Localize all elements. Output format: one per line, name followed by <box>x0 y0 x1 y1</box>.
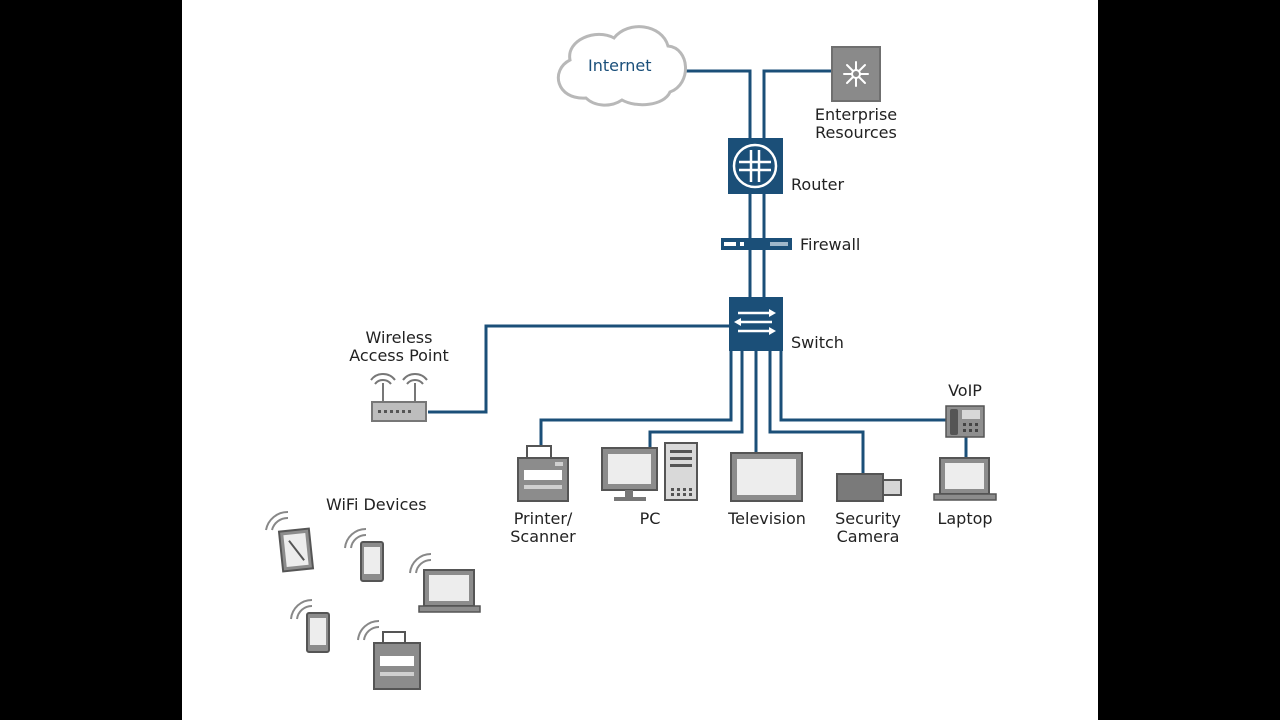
laptop-icon <box>418 569 481 613</box>
link-enterprise-router <box>762 69 832 138</box>
wifi-signal-icon <box>409 552 432 574</box>
printer-icon <box>517 445 569 502</box>
link-switch-ap <box>428 324 729 414</box>
enterprise-resources-label: Enterprise Resources <box>815 106 897 142</box>
router-label: Router <box>791 175 845 194</box>
wifi-signal-icon <box>265 510 289 531</box>
link-switch-voip <box>779 351 946 422</box>
switch-icon <box>729 297 783 351</box>
printer-scanner-label-line2: Scanner <box>510 527 576 546</box>
pc-icon <box>601 442 698 501</box>
wifi-signal-icon <box>357 619 380 641</box>
security-camera-icon <box>836 473 902 502</box>
wireless-ap-label: Wireless Access Point <box>349 329 449 365</box>
diagram-canvas <box>182 0 1098 720</box>
wifi-signal-icon <box>344 527 367 549</box>
wireless-ap-icon <box>370 373 428 422</box>
link-switch-printer <box>539 351 733 446</box>
voip-phone-icon <box>945 405 985 438</box>
firewall-label: Firewall <box>800 235 861 254</box>
connection-lines <box>428 69 968 474</box>
switch-label: Switch <box>791 333 844 352</box>
printer-icon <box>373 631 421 690</box>
enterprise-resources-icon <box>831 46 881 102</box>
wifi-signal-icon <box>290 598 313 620</box>
laptop-icon <box>933 457 997 501</box>
wireless-ap-label-line2: Access Point <box>349 346 449 365</box>
pc-label: PC <box>639 509 661 528</box>
tablet-icon <box>277 527 315 573</box>
link-switch-pc <box>648 351 744 448</box>
router-icon <box>728 138 783 194</box>
link-internet-router <box>684 69 752 138</box>
voip-label: VoIP <box>948 381 982 400</box>
security-camera-label: Security Camera <box>835 510 901 546</box>
security-camera-label-line2: Camera <box>836 527 900 546</box>
wifi-devices-label: WiFi Devices <box>326 495 427 514</box>
wifi-devices-group <box>265 510 481 690</box>
enterprise-resources-label-line2: Resources <box>815 123 897 142</box>
firewall-icon <box>721 238 792 250</box>
laptop-label: Laptop <box>937 509 993 528</box>
printer-scanner-label-line1: Printer/ <box>513 509 573 528</box>
link-switch-camera <box>768 351 865 474</box>
network-diagram <box>265 25 997 690</box>
smartphone-icon <box>306 612 330 653</box>
internet-label: Internet <box>588 56 652 75</box>
printer-scanner-label: Printer/ Scanner <box>510 510 575 546</box>
security-camera-label-line1: Security <box>835 509 901 528</box>
cloud-icon <box>556 25 687 107</box>
television-icon <box>730 452 803 502</box>
smartphone-icon <box>360 541 384 582</box>
wireless-ap-label-line1: Wireless <box>365 328 433 347</box>
enterprise-resources-label-line1: Enterprise <box>814 105 898 124</box>
television-label: Television <box>728 509 806 528</box>
